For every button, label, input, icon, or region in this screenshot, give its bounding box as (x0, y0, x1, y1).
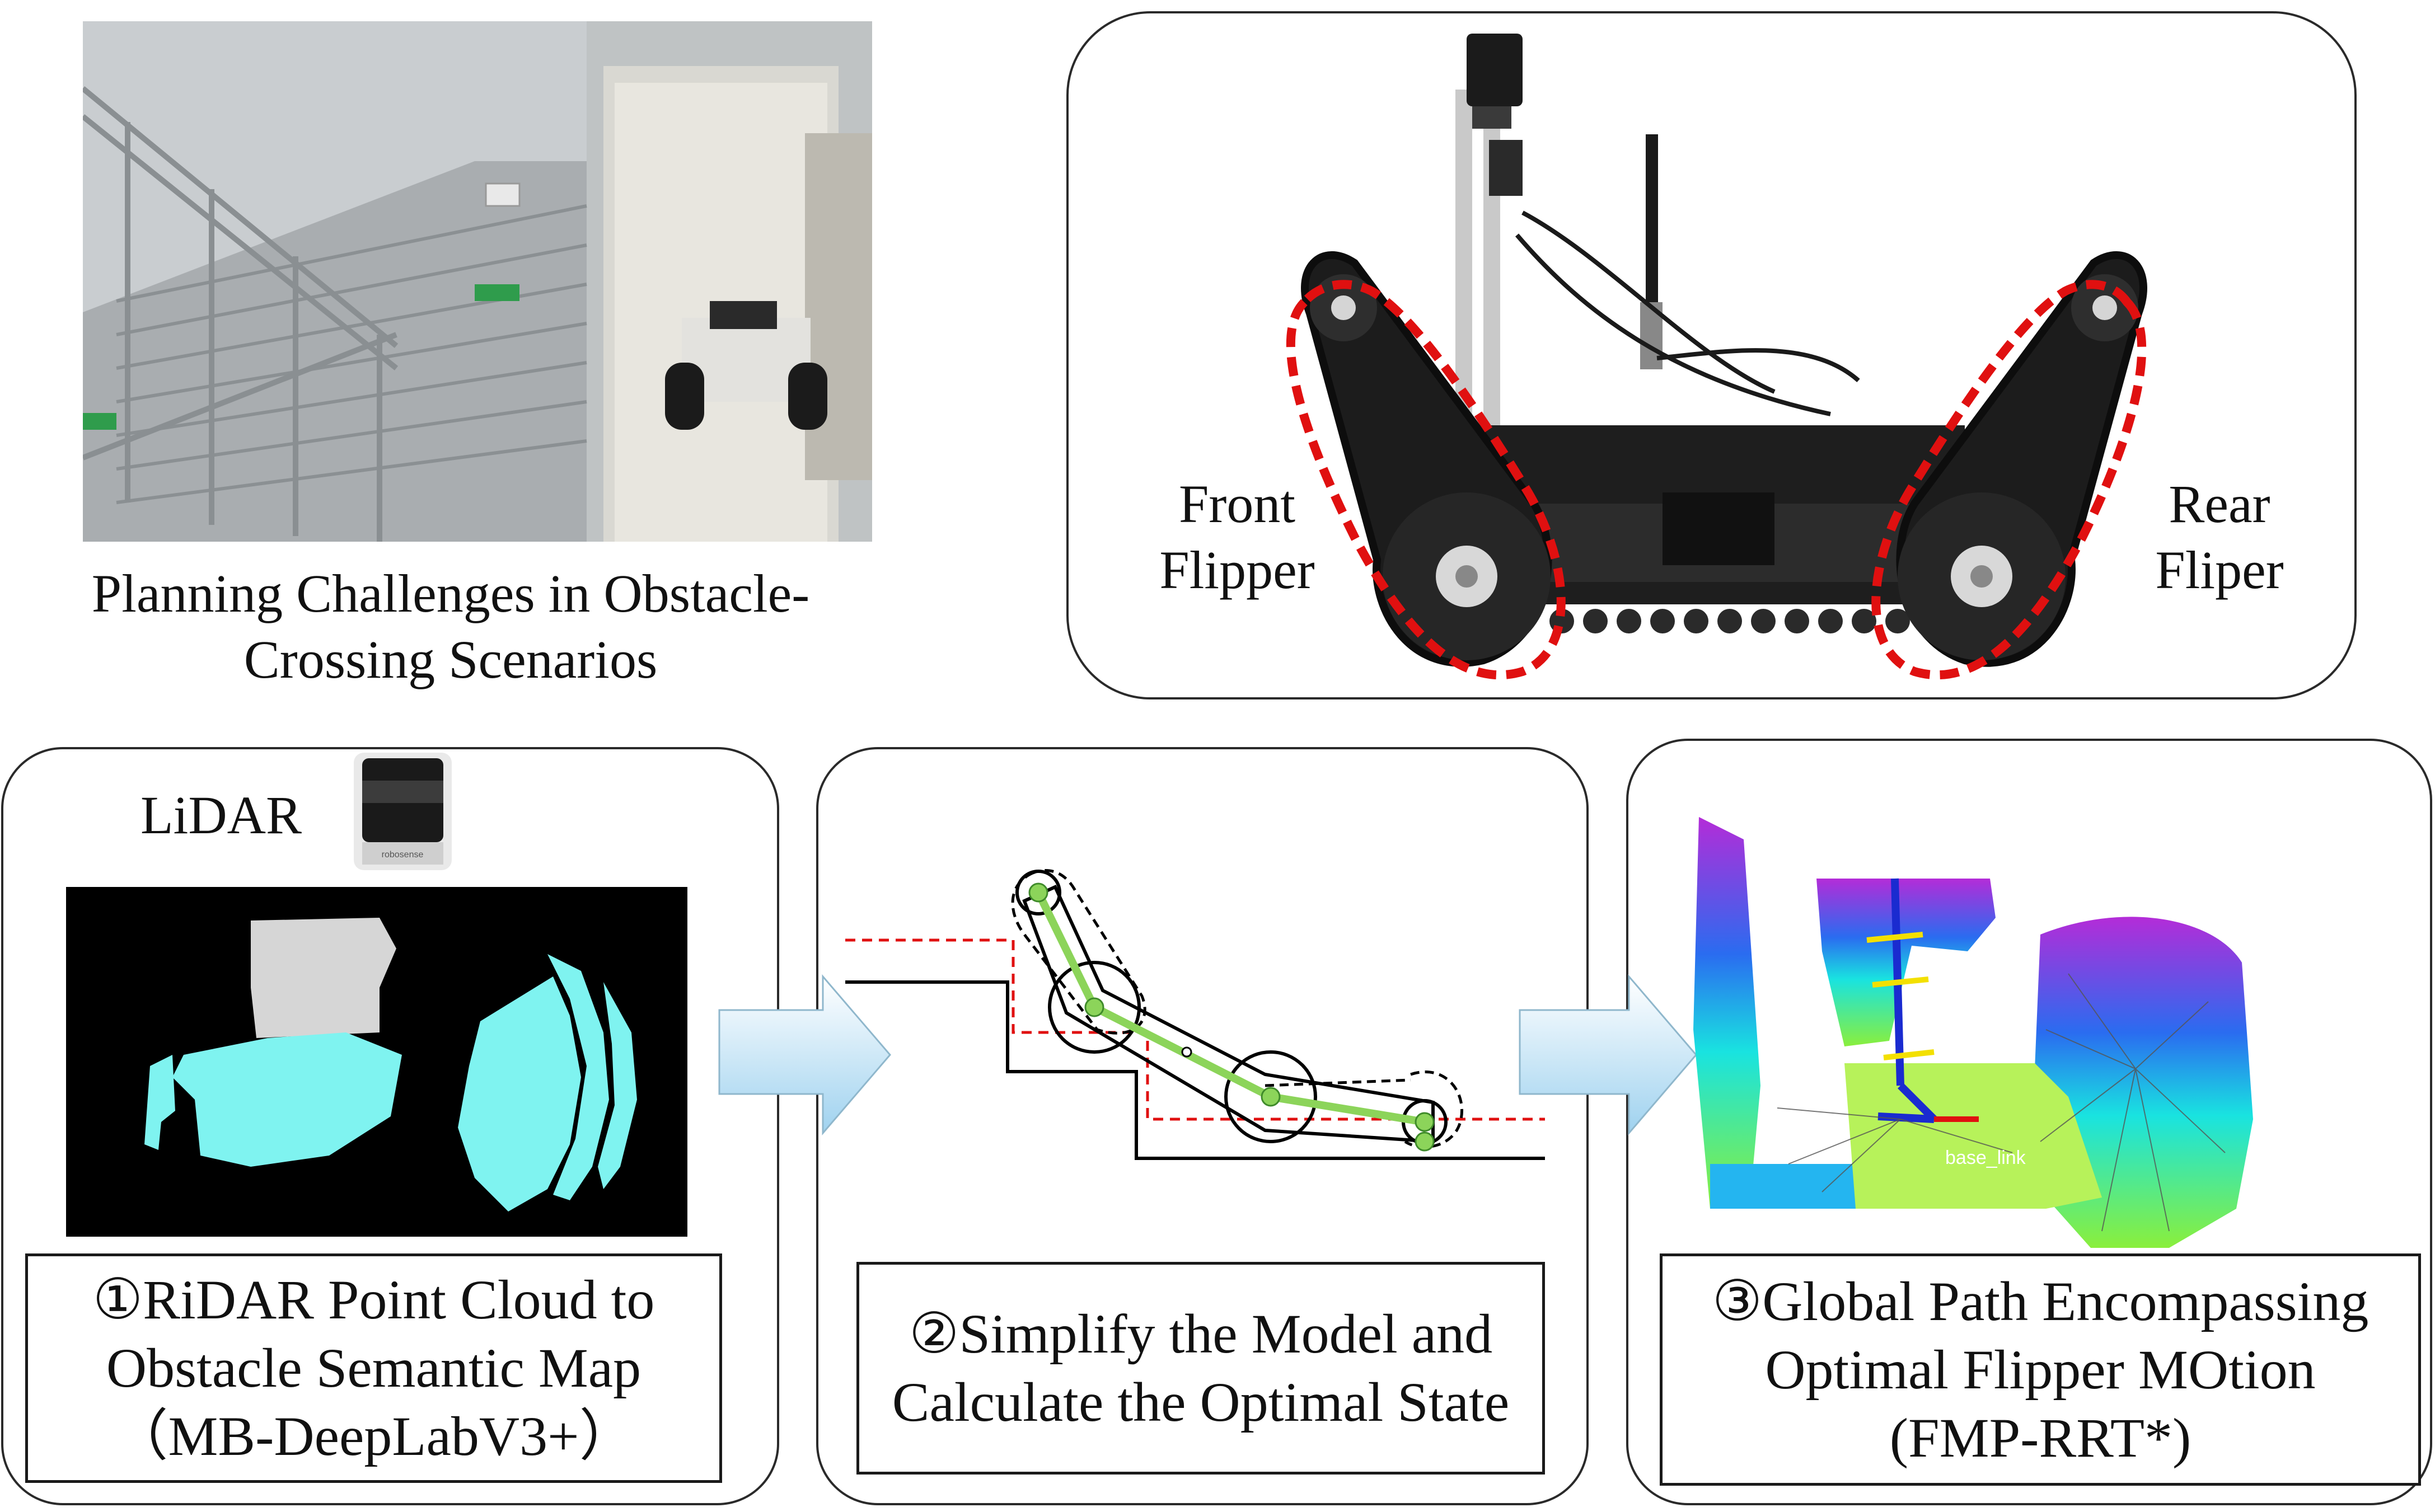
step1-caption-line2: Obstacle Semantic Map (106, 1334, 641, 1402)
tracked-robot-photo (1271, 22, 2178, 694)
step1-caption-line1: ①RiDAR Point Cloud to (93, 1266, 655, 1334)
front-label-line2: Flipper (1159, 540, 1314, 600)
front-label-line1: Front (1179, 474, 1295, 534)
scene-caption: Planning Challenges in Obstacle- Crossin… (56, 561, 845, 693)
semantic-map-image (66, 887, 687, 1237)
lidar-brand-text: robosense (382, 850, 424, 860)
scene-caption-line1: Planning Challenges in Obstacle- (92, 564, 809, 623)
semantic-ground-region (251, 918, 396, 1038)
terrain-profile (845, 982, 1545, 1158)
scene-caption-line2: Crossing Scenarios (244, 630, 658, 689)
lidar-label: LiDAR (129, 782, 313, 848)
global-path-map: base_link (1677, 806, 2376, 1253)
base-link-label: base_link (1945, 1147, 2026, 1168)
step2-caption-box: ②Simplify the Model and Calculate the Op… (856, 1262, 1545, 1475)
step2-caption-line1: ②Simplify the Model and (909, 1300, 1492, 1368)
front-flipper-label: Front Flipper (1125, 471, 1349, 603)
stair-scene-photo (83, 21, 872, 542)
simplified-model-diagram (840, 839, 1567, 1186)
step1-caption-box: ①RiDAR Point Cloud to Obstacle Semantic … (25, 1253, 722, 1483)
step3-caption-line3: (FMP-RRT*) (1890, 1404, 2192, 1472)
rear-label-line2: Fliper (2155, 540, 2283, 600)
step3-caption-box: ③Global Path Encompassing Optimal Flippe… (1660, 1253, 2421, 1486)
step3-caption-line2: Optimal Flipper MOtion (1765, 1336, 2315, 1404)
step3-caption-line1: ③Global Path Encompassing (1712, 1267, 2369, 1336)
rear-flipper-label: Rear Fliper (2116, 471, 2323, 603)
threshold-lines (845, 940, 1545, 1119)
step2-caption-line2: Calculate the Optimal State (892, 1368, 1509, 1436)
step1-caption-line3: （MB-DeepLabV3+） (113, 1402, 635, 1471)
lidar-sensor-icon: robosense (343, 747, 463, 879)
semantic-obstacle-left (172, 1032, 402, 1167)
rear-label-line1: Rear (2169, 474, 2270, 534)
